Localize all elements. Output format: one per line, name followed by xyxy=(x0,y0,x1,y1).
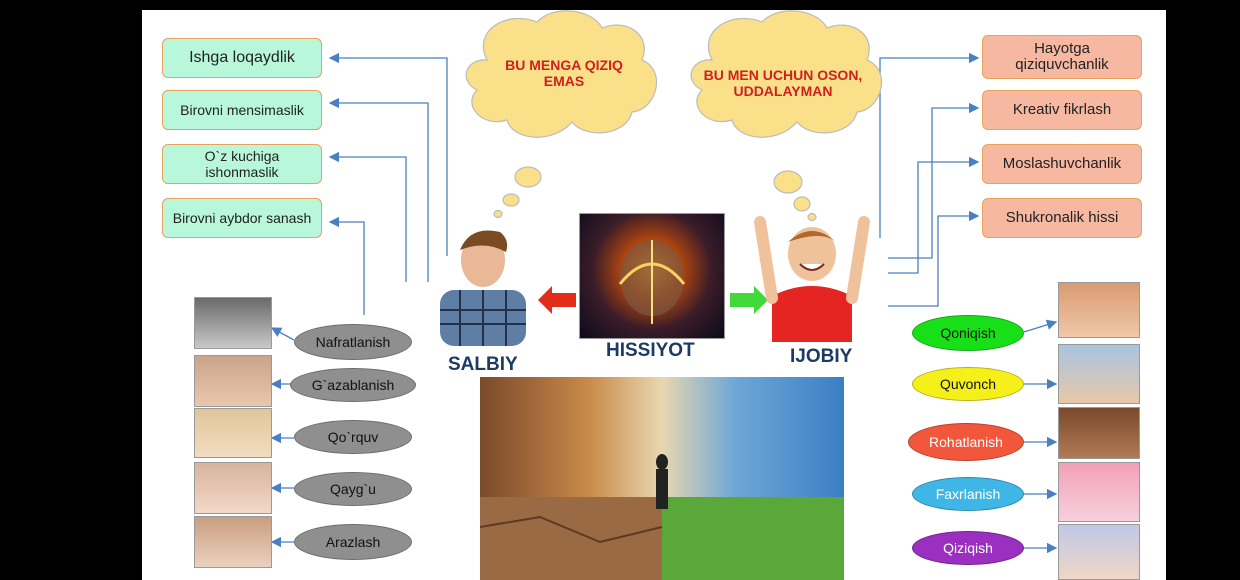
diagram-canvas: BU MENGA QIZIQ EMAS BU MEN UCHUN OSON, U… xyxy=(142,10,1166,580)
connector-line xyxy=(328,216,365,315)
negative-trait-4: Birovni aybdor sanash xyxy=(162,198,322,238)
negative-emotion-4: Qayg`u xyxy=(294,472,412,506)
curious-child-photo xyxy=(1058,524,1140,580)
happy-boy-icon xyxy=(752,212,872,342)
positive-trait-1: Hayotga qiziquvchanlik xyxy=(982,35,1142,79)
brain-icon xyxy=(579,213,725,339)
arrow-left-icon xyxy=(538,286,576,314)
connector-line xyxy=(879,52,980,238)
positive-trait-4: Shukronalik hissi xyxy=(982,198,1142,238)
negative-emotion-1: Nafratlanish xyxy=(294,324,412,360)
thought-cloud-right xyxy=(690,10,883,222)
positive-emotion-3: Rohatlanish xyxy=(908,423,1024,461)
connector-line xyxy=(328,97,429,282)
crying-child-photo xyxy=(194,297,272,349)
connector-line xyxy=(888,156,980,274)
positive-label: IJOBIY xyxy=(790,346,853,367)
negative-trait-3: O`z kuchiga ishonmaslik xyxy=(162,144,322,184)
delighted-child-photo xyxy=(1058,407,1140,459)
connector-line xyxy=(1023,319,1058,333)
connector-line xyxy=(328,52,448,256)
connector-line xyxy=(328,151,407,282)
proud-child-photo xyxy=(1058,462,1140,522)
angry-child-photo xyxy=(194,355,272,407)
thought-cloud-left xyxy=(465,10,658,219)
positive-trait-3: Moslashuvchanlik xyxy=(982,144,1142,184)
angry-boy-icon xyxy=(430,220,536,346)
connector-line xyxy=(270,327,295,341)
negative-emotion-3: Qo`rquv xyxy=(294,420,412,454)
negative-emotion-5: Arazlash xyxy=(294,524,412,560)
sulking-child-photo xyxy=(194,516,272,568)
connector-line xyxy=(888,210,980,307)
positive-emotion-4: Faxrlanish xyxy=(912,477,1024,511)
connector-lines xyxy=(270,10,1058,554)
positive-emotion-2: Quvonch xyxy=(912,367,1024,401)
positive-emotion-5: Qiziqish xyxy=(912,531,1024,565)
sad-child-photo xyxy=(194,462,272,514)
negative-trait-2: Birovni mensimaslik xyxy=(162,90,322,130)
negative-emotion-2: G`azablanish xyxy=(290,368,416,402)
arrow-right-icon xyxy=(730,286,768,314)
center-label: HISSIYOT xyxy=(606,340,695,361)
positive-trait-2: Kreativ fikrlash xyxy=(982,90,1142,130)
scared-child-photo xyxy=(194,408,272,458)
positive-emotion-1: Qoniqish xyxy=(912,315,1024,351)
connector-line xyxy=(888,102,980,259)
negative-label: SALBIY xyxy=(448,354,518,375)
negative-trait-1: Ishga loqaydlik xyxy=(162,38,322,78)
joyful-child-photo xyxy=(1058,344,1140,404)
landscape-image xyxy=(480,377,844,580)
thought-text-right: BU MEN UCHUN OSON, UDDALAYMAN xyxy=(703,67,863,99)
satisfied-child-photo xyxy=(1058,282,1140,338)
thought-text-left: BU MENGA QIZIQ EMAS xyxy=(505,57,623,89)
